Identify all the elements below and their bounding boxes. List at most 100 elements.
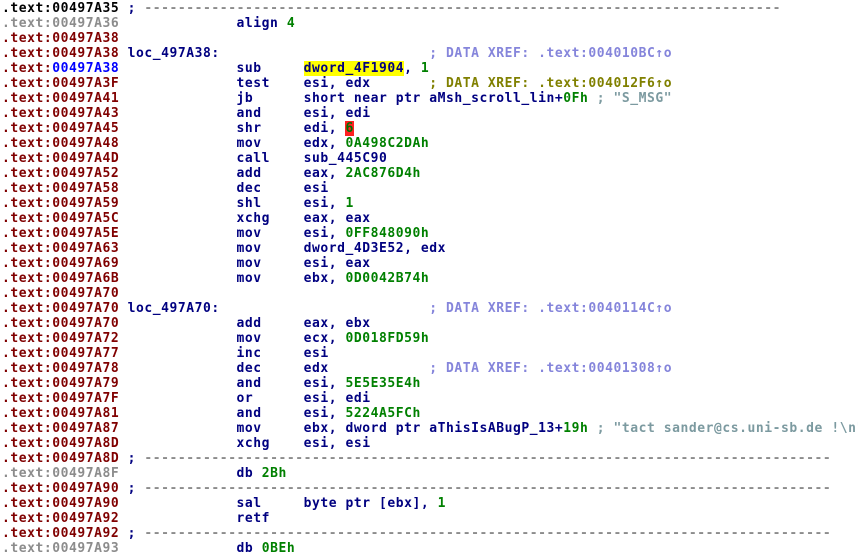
address: .text:00497A78: [2, 361, 120, 376]
xref-comment: ; DATA XREF: .text:00401308↑o: [429, 361, 673, 376]
disasm-line[interactable]: .text:00497A5E mov esi, 0FF848090h: [2, 226, 858, 241]
disasm-line[interactable]: .text:00497A4D call sub_445C90: [2, 151, 858, 166]
code-text: inc esi: [119, 346, 329, 361]
code-text: ;: [119, 526, 145, 541]
number-literal: 1: [437, 496, 446, 511]
address: .text:00497A70: [2, 316, 120, 331]
address: .text:00497A8F: [2, 466, 120, 481]
disasm-line[interactable]: .text:00497A48 mov edx, 0A498C2DAh: [2, 136, 858, 151]
disasm-line[interactable]: .text:00497A69 mov esi, eax: [2, 256, 858, 271]
string-comment: ; "S_MSG": [588, 91, 673, 106]
code-text: db: [119, 466, 262, 481]
address: .text:00497A79: [2, 376, 120, 391]
disasm-line[interactable]: .text:00497A70: [2, 286, 858, 301]
number-literal: 1: [345, 196, 354, 211]
disasm-line[interactable]: .text:00497A41 jb short near ptr aMsh_sc…: [2, 91, 858, 106]
address: .text:00497A52: [2, 166, 120, 181]
code-text: and esi,: [119, 406, 346, 421]
disasm-line[interactable]: .text:00497A77 inc esi: [2, 346, 858, 361]
address: .text:00497A5E: [2, 226, 120, 241]
disasm-line[interactable]: .text:00497A6B mov ebx, 0D0042B74h: [2, 271, 858, 286]
disasm-line[interactable]: .text:00497A52 add eax, 2AC876D4h: [2, 166, 858, 181]
address: .text:00497A59: [2, 196, 120, 211]
disasm-line[interactable]: .text:00497A92 ; -----------------------…: [2, 526, 858, 541]
disasm-line[interactable]: .text:00497A78 dec edx ; DATA XREF: .tex…: [2, 361, 858, 376]
number-literal: 0BEh: [261, 541, 296, 556]
disasm-line[interactable]: .text:00497A36 align 4: [2, 16, 858, 31]
address: .text:00497A70: [2, 301, 120, 316]
xref-comment: ; DATA XREF: .text:004010BC↑o: [429, 46, 673, 61]
number-literal: 0A498C2DAh: [345, 136, 430, 151]
code-text: xchg eax, eax: [119, 211, 371, 226]
highlighted-operand[interactable]: dword_4F1904: [303, 61, 405, 76]
address: .text:00497A3F: [2, 76, 120, 91]
code-text: shl esi,: [119, 196, 346, 211]
disasm-line[interactable]: .text:00497A8D ; -----------------------…: [2, 451, 858, 466]
disasm-line[interactable]: .text:00497A38: [2, 31, 858, 46]
address: .text:00497A93: [2, 541, 120, 556]
code-text: mov edx,: [119, 136, 346, 151]
address: .text:00497A38: [2, 31, 120, 46]
disasm-line[interactable]: .text:00497A58 dec esi: [2, 181, 858, 196]
code-text: xchg esi, esi: [119, 436, 371, 451]
code-text: mov ebx, dword ptr aThisIsABugP_13+: [119, 421, 564, 436]
code-text: call sub_445C90: [119, 151, 388, 166]
address: .text:00497A92: [2, 526, 120, 541]
disasm-line[interactable]: .text:00497A90 ; -----------------------…: [2, 481, 858, 496]
number-literal: 2AC876D4h: [345, 166, 421, 181]
number-literal: 0D0042B74h: [345, 271, 430, 286]
divider-dashes: ----------------------------------------…: [144, 1, 782, 16]
number-literal: 0D018FD59h: [345, 331, 430, 346]
disasm-line[interactable]: .text:00497A92 retf: [2, 511, 858, 526]
address: .text:00497A87: [2, 421, 120, 436]
code-text: shr edi,: [119, 121, 346, 136]
disasm-line[interactable]: .text:00497A70 add eax, ebx: [2, 316, 858, 331]
code-text: mov esi, eax: [119, 256, 371, 271]
address: .text:00497A5C: [2, 211, 120, 226]
disasm-line[interactable]: .text:00497A90 sal byte ptr [ebx], 1: [2, 496, 858, 511]
address: .text:00497A72: [2, 331, 120, 346]
highlighted-operand[interactable]: 6: [345, 121, 354, 136]
disasm-line[interactable]: .text:00497A81 and esi, 5224A5FCh: [2, 406, 858, 421]
code-text: mov ebx,: [119, 271, 346, 286]
address: .text:: [2, 61, 53, 76]
code-text: ;: [119, 1, 145, 16]
disasm-line[interactable]: .text:00497A5C xchg eax, eax: [2, 211, 858, 226]
code-text: loc_497A70:: [119, 301, 220, 316]
disasm-line[interactable]: .text:00497A8D xchg esi, esi: [2, 436, 858, 451]
disasm-line[interactable]: .text:00497A45 shr edi, 6: [2, 121, 858, 136]
number-literal: 5224A5FCh: [345, 406, 421, 421]
code-text: [329, 361, 430, 376]
disasm-line[interactable]: .text:00497A63 mov dword_4D3E52, edx: [2, 241, 858, 256]
address: .text:00497A4D: [2, 151, 120, 166]
disasm-line[interactable]: .text:00497A59 shl esi, 1: [2, 196, 858, 211]
xref-comment: ; DATA XREF: .text:004012F6↑o: [429, 76, 673, 91]
disasm-line[interactable]: .text:00497A70 loc_497A70: ; DATA XREF: …: [2, 301, 858, 316]
disasm-line[interactable]: .text:00497A8F db 2Bh: [2, 466, 858, 481]
disasm-line[interactable]: .text:00497A43 and esi, edi: [2, 106, 858, 121]
divider-dashes: ----------------------------------------…: [144, 451, 832, 466]
code-text: jb short near ptr aMsh_scroll_lin+: [119, 91, 564, 106]
disasm-line[interactable]: .text:00497A87 mov ebx, dword ptr aThisI…: [2, 421, 858, 436]
disasm-line[interactable]: .text:00497A7F or esi, edi: [2, 391, 858, 406]
disasm-line[interactable]: .text:00497A38 sub dword_4F1904, 1: [2, 61, 858, 76]
address: .text:00497A38: [2, 46, 120, 61]
code-text: [220, 46, 429, 61]
disasm-line[interactable]: .text:00497A35 ; -----------------------…: [2, 1, 858, 16]
disasm-line[interactable]: .text:00497A93 db 0BEh: [2, 541, 858, 556]
address: .text:00497A7F: [2, 391, 120, 406]
code-text: or esi, edi: [119, 391, 371, 406]
disasm-line[interactable]: .text:00497A79 and esi, 5E5E35E4h: [2, 376, 858, 391]
code-text: mov ecx,: [119, 331, 346, 346]
number-literal: 2Bh: [261, 466, 287, 481]
address: .text:00497A6B: [2, 271, 120, 286]
disasm-line[interactable]: .text:00497A3F test esi, edx ; DATA XREF…: [2, 76, 858, 91]
disasm-line[interactable]: .text:00497A38 loc_497A38: ; DATA XREF: …: [2, 46, 858, 61]
address: .text:00497A36: [2, 16, 120, 31]
address: .text:00497A69: [2, 256, 120, 271]
code-text: retf: [119, 511, 271, 526]
disasm-line[interactable]: .text:00497A72 mov ecx, 0D018FD59h: [2, 331, 858, 346]
code-text: and esi,: [119, 376, 346, 391]
code-text: dec edx: [119, 361, 329, 376]
